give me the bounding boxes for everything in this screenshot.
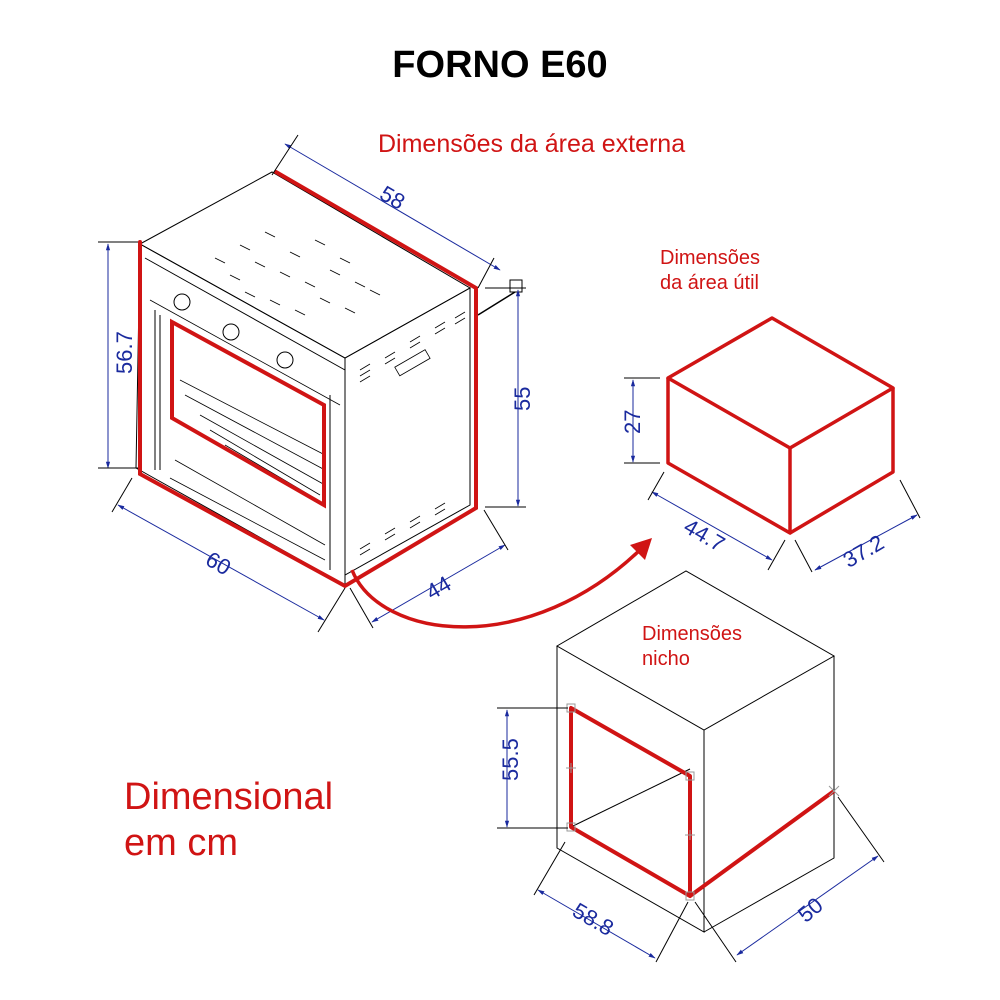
niche-label-line1: Dimensões xyxy=(642,623,743,645)
red-curve-arrow xyxy=(350,543,647,629)
niche-handles xyxy=(566,703,840,901)
dim-niche-depth: 50 xyxy=(793,892,828,927)
niche-label-line2: nicho xyxy=(642,648,690,670)
dim-niche-width: 58.8 xyxy=(568,898,618,941)
dim-oven-depth-bottom: 44 xyxy=(422,571,456,605)
usable-area-label: Dimensões da área útil xyxy=(660,246,760,296)
page-title: FORNO E60 xyxy=(392,44,608,86)
oven-drawing xyxy=(135,171,523,586)
niche-highlight xyxy=(569,706,836,898)
red-arrowhead xyxy=(630,538,652,560)
dim-oven-width-front: 60 xyxy=(202,546,236,580)
dim-oven-height-front: 56.7 xyxy=(112,331,137,374)
dim-oven-height-side: 55 xyxy=(510,387,535,411)
usable-area-dimensions xyxy=(624,377,921,573)
usable-area-label-line1: Dimensões xyxy=(660,247,761,269)
niche-cube xyxy=(555,570,836,933)
dim-niche-height: 55.5 xyxy=(498,738,523,781)
oven-dimensions xyxy=(98,134,526,633)
usable-area-box xyxy=(666,316,895,535)
dim-oven-depth-top: 58 xyxy=(376,181,410,215)
niche-dimensions xyxy=(497,707,885,963)
units-note-line2: em cm xyxy=(124,822,238,864)
units-note: Dimensional em cm xyxy=(124,774,333,866)
dim-usable-width: 44.7 xyxy=(680,514,730,557)
usable-area-label-line2: da área útil xyxy=(660,272,759,294)
niche-label: Dimensões nicho xyxy=(642,622,742,672)
oven-highlight xyxy=(138,170,478,589)
units-note-line1: Dimensional xyxy=(124,776,334,818)
dim-usable-height: 27 xyxy=(620,410,645,434)
dim-usable-depth: 37.2 xyxy=(839,530,889,573)
